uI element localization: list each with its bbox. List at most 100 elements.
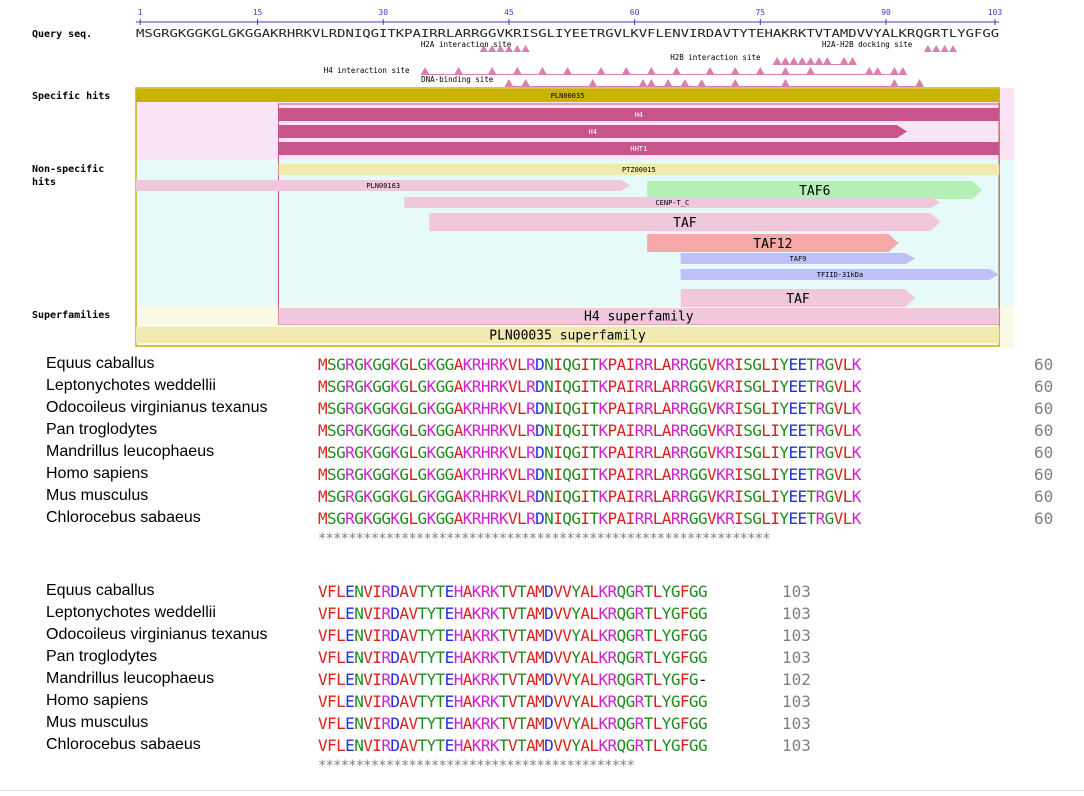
site-marker xyxy=(479,45,488,52)
site-marker xyxy=(513,45,522,52)
query-label: Query seq. xyxy=(32,29,92,40)
specific-hit-label: HHT1 xyxy=(630,145,647,153)
sequence-end-position: 103 xyxy=(782,714,811,733)
species-name: Chlorocebus sabaeus xyxy=(46,509,201,526)
site-marker xyxy=(664,79,673,86)
ruler-tick-label: 15 xyxy=(253,8,263,17)
site-marker xyxy=(731,67,740,74)
sequence-end-position: 60 xyxy=(1034,377,1054,396)
site-marker xyxy=(731,79,740,86)
site-marker xyxy=(940,45,949,52)
aligned-sequence: MSGRGKGGKGLGKGGAKRHRKVLRDNIQGITKPAIRRLAR… xyxy=(318,399,861,418)
site-marker xyxy=(488,45,497,52)
nonspecific-hit-bar xyxy=(680,289,916,307)
site-marker xyxy=(848,57,857,64)
section-label-nonspecific: Non-specific xyxy=(32,163,104,175)
sequence-end-position: 60 xyxy=(1034,399,1054,418)
nonspecific-hit-bar xyxy=(647,181,983,199)
specific-hit-label: PLN00035 xyxy=(551,92,585,100)
section-label-superfamilies: Superfamilies xyxy=(32,309,110,321)
species-name: Mus musculus xyxy=(46,714,149,731)
sequence-end-position: 103 xyxy=(782,736,811,755)
specific-hit-bar xyxy=(278,125,907,138)
aligned-sequence: VFLENVIRDAVTYTEHAKRKTVTAMDVVYALKRQGRTLYG… xyxy=(318,604,708,623)
sequence-end-position: 60 xyxy=(1034,355,1054,374)
site-marker xyxy=(773,57,782,64)
species-name: Mandrillus leucophaeus xyxy=(46,443,215,460)
site-marker xyxy=(949,45,958,52)
ruler-tick-label: 1 xyxy=(138,8,143,17)
species-name: Mandrillus leucophaeus xyxy=(46,670,215,687)
nonspecific-hit-label: TFIID-31kDa xyxy=(817,271,863,279)
conservation-line: ****************************************… xyxy=(318,531,771,547)
site-marker xyxy=(521,79,530,86)
species-name: Homo sapiens xyxy=(46,692,149,709)
query-sequence: MSGRGKGGKGLGKGGAKRHRKVLRDNIQGITKPAIRRLAR… xyxy=(136,28,999,40)
sequence-end-position: 60 xyxy=(1034,509,1054,528)
species-name: Equus caballus xyxy=(46,355,155,372)
aligned-sequence: VFLENVIRDAVTYTEHAKRKTVTAMDVVYALKRQGRTLYG… xyxy=(318,714,708,733)
site-marker xyxy=(781,79,790,86)
specific-hit-label: H4 xyxy=(588,128,596,136)
sequence-end-position: 103 xyxy=(782,648,811,667)
ruler-tick-label: 45 xyxy=(504,8,514,17)
site-marker xyxy=(898,67,907,74)
site-marker xyxy=(563,67,572,74)
species-name: Leptonychotes weddellii xyxy=(46,604,216,621)
nonspecific-hit-label: TAF9 xyxy=(790,255,807,263)
specific-hit-bar xyxy=(278,108,1000,121)
nonspecific-hit-bar xyxy=(136,180,631,191)
aligned-sequence: VFLENVIRDAVTYTEHAKRKTVTAMDVVYALKRQGRTLYG… xyxy=(318,670,708,689)
site-marker xyxy=(504,79,513,86)
nonspecific-hit-bar xyxy=(278,164,1000,175)
ruler-tick-label: 60 xyxy=(630,8,640,17)
species-name: Odocoileus virginianus texanus xyxy=(46,626,268,643)
sequence-end-position: 102 xyxy=(782,670,811,689)
conservation-line: ****************************************… xyxy=(318,758,635,774)
ruler-tick-label: 30 xyxy=(378,8,388,17)
nonspecific-hit-bar xyxy=(680,269,1000,280)
site-marker xyxy=(890,67,899,74)
site-marker xyxy=(865,67,874,74)
section-label-specific: Specific hits xyxy=(32,90,110,102)
site-marker xyxy=(488,67,497,74)
sequence-end-position: 60 xyxy=(1034,443,1054,462)
superfamily-label: H4 superfamily xyxy=(584,310,694,325)
aligned-sequence: VFLENVIRDAVTYTEHAKRKTVTAMDVVYALKRQGRTLYG… xyxy=(318,736,708,755)
aligned-sequence: MSGRGKGGKGLGKGGAKRHRKVLRDNIQGITKPAIRRLAR… xyxy=(318,465,861,484)
site-marker xyxy=(814,57,823,64)
site-marker xyxy=(890,79,899,86)
section-label-nonspecific-2: hits xyxy=(32,176,56,188)
site-marker xyxy=(647,67,656,74)
superfamily-bar xyxy=(136,327,1000,343)
aligned-sequence: MSGRGKGGKGLGKGGAKRHRKVLRDNIQGITKPAIRRLAR… xyxy=(318,421,861,440)
site-marker xyxy=(806,67,815,74)
sequence-end-position: 60 xyxy=(1034,487,1054,506)
aligned-sequence: MSGRGKGGKGLGKGGAKRHRKVLRDNIQGITKPAIRRLAR… xyxy=(318,355,861,374)
specific-hit-bar xyxy=(136,89,1000,102)
site-marker xyxy=(647,79,656,86)
site-marker xyxy=(932,45,941,52)
site-marker xyxy=(496,45,505,52)
aligned-sequence: MSGRGKGGKGLGKGGAKRHRKVLRDNIQGITKPAIRRLAR… xyxy=(318,443,861,462)
site-label: H2A interaction site xyxy=(421,40,512,49)
site-marker xyxy=(622,67,631,74)
site-marker xyxy=(798,57,807,64)
species-name: Leptonychotes weddellii xyxy=(46,377,216,394)
aligned-sequence: VFLENVIRDAVTYTEHAKRKTVTAMDVVYALKRQGRTLYG… xyxy=(318,648,708,667)
site-marker xyxy=(680,79,689,86)
species-name: Chlorocebus sabaeus xyxy=(46,736,201,753)
species-name: Equus caballus xyxy=(46,582,155,599)
site-label: H2A-H2B docking site xyxy=(822,40,913,49)
site-marker xyxy=(840,57,849,64)
nonspecific-hit-label: TAF xyxy=(786,292,810,307)
site-marker xyxy=(706,67,715,74)
aligned-sequence: MSGRGKGGKGLGKGGAKRHRKVLRDNIQGITKPAIRRLAR… xyxy=(318,487,861,506)
nonspecific-hit-label: TAF6 xyxy=(799,184,830,199)
site-marker xyxy=(781,67,790,74)
nonspecific-hit-label: CENP-T_C xyxy=(655,199,689,207)
nonspecific-hit-bar xyxy=(647,234,899,252)
site-marker xyxy=(597,67,606,74)
site-marker xyxy=(756,67,765,74)
aligned-sequence: VFLENVIRDAVTYTEHAKRKTVTAMDVVYALKRQGRTLYG… xyxy=(318,582,708,601)
